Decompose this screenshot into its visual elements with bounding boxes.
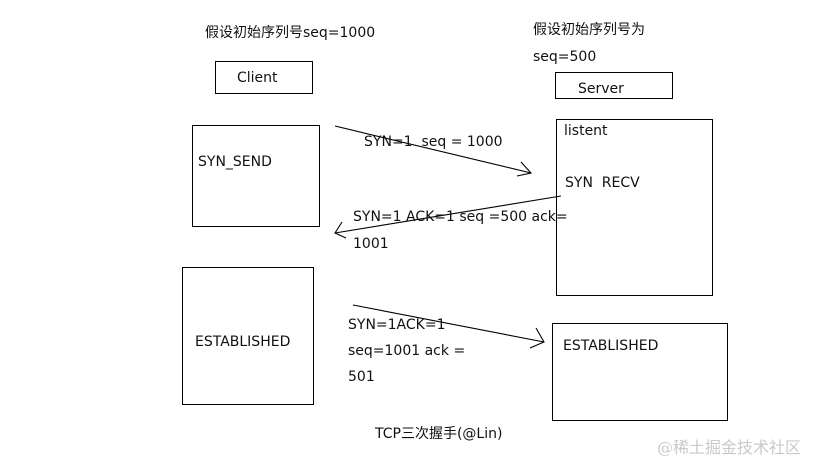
message-1-line-1: SYN=1 seq = 1000 <box>364 134 503 150</box>
client-seq-assumption: 假设初始序列号seq=1000 <box>205 25 376 41</box>
server-label: Server <box>578 81 624 97</box>
message-3-line-3: 501 <box>348 369 375 385</box>
server-state-established: ESTABLISHED <box>563 338 659 354</box>
server-state-syn-recv: SYN RECV <box>565 175 640 191</box>
client-state-established: ESTABLISHED <box>195 334 291 350</box>
client-state-box-syn-send: SYN_SEND <box>192 125 320 227</box>
server-state-box-established: ESTABLISHED <box>552 323 728 421</box>
client-state-syn-send: SYN_SEND <box>198 154 272 170</box>
server-seq-assumption-line2: seq=500 <box>533 49 597 65</box>
server-label-box: Server <box>555 72 673 99</box>
message-2-line-2: 1001 <box>353 236 389 252</box>
server-seq-assumption-line1: 假设初始序列号为 <box>533 22 645 38</box>
client-label: Client <box>237 70 278 86</box>
server-state-box-listen-recv: listent SYN RECV <box>556 119 713 296</box>
watermark: @稀土掘金技术社区 <box>657 438 802 457</box>
message-3-line-1: SYN=1ACK=1 <box>348 317 446 333</box>
server-state-listen: listent <box>564 123 608 139</box>
client-label-box: Client <box>215 61 313 94</box>
diagram-caption: TCP三次握手(@Lin) <box>375 426 503 442</box>
message-3-line-2: seq=1001 ack = <box>348 343 466 359</box>
message-2-line-1: SYN=1 ACK=1 seq =500 ack= <box>353 209 568 225</box>
client-state-box-established: ESTABLISHED <box>182 267 314 405</box>
